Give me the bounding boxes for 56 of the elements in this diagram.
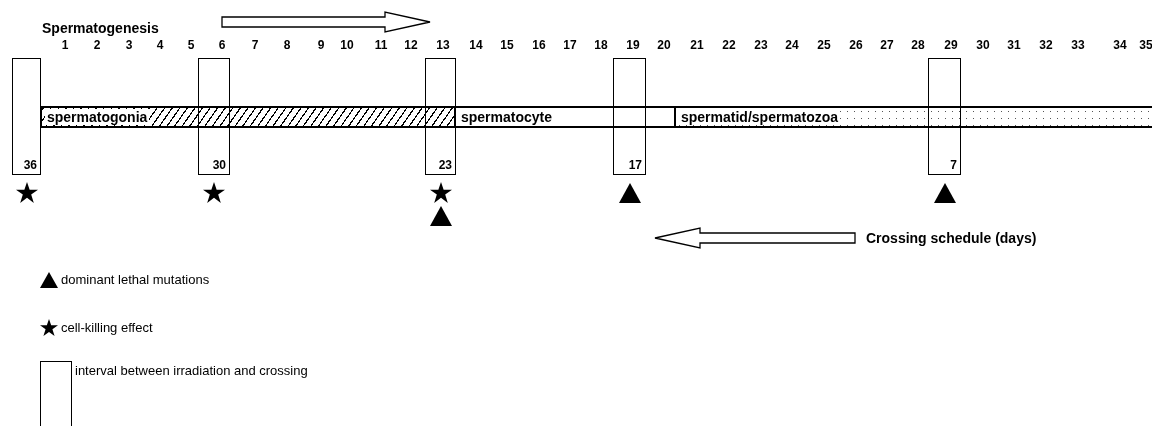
day-number: 32 — [1039, 38, 1053, 52]
interval-box — [12, 58, 41, 175]
interval-days: 17 — [628, 158, 642, 172]
day-number: 8 — [283, 38, 291, 52]
day-number: 16 — [532, 38, 546, 52]
day-number: 33 — [1071, 38, 1085, 52]
interval-box — [928, 58, 961, 175]
day-number: 25 — [817, 38, 831, 52]
stage-name: spermatocyte — [459, 109, 555, 125]
day-number: 3 — [125, 38, 133, 52]
day-number: 27 — [880, 38, 894, 52]
legend-text: interval between irradiation and crossing — [75, 363, 308, 378]
day-number: 26 — [849, 38, 863, 52]
day-number: 6 — [218, 38, 226, 52]
stage-band — [454, 106, 676, 128]
day-number: 7 — [251, 38, 259, 52]
interval-days: 7 — [950, 158, 957, 172]
legend-text: dominant lethal mutations — [61, 272, 210, 287]
stage-name: spermatogonia — [45, 109, 150, 125]
day-number: 31 — [1007, 38, 1021, 52]
day-number: 28 — [911, 38, 925, 52]
interval-box — [613, 58, 646, 175]
stage-band — [40, 106, 456, 128]
day-number: 1 — [61, 38, 69, 52]
day-number: 24 — [785, 38, 799, 52]
day-number: 5 — [187, 38, 195, 52]
day-number: 13 — [436, 38, 450, 52]
day-number: 14 — [469, 38, 483, 52]
interval-days: 23 — [438, 158, 452, 172]
day-number: 23 — [754, 38, 768, 52]
day-number: 34 — [1113, 38, 1127, 52]
interval-box — [425, 58, 456, 175]
day-number: 11 — [374, 38, 388, 52]
day-number: 30 — [976, 38, 990, 52]
day-number: 17 — [563, 38, 577, 52]
day-number: 10 — [340, 38, 354, 52]
day-number: 4 — [156, 38, 164, 52]
day-number: 20 — [657, 38, 671, 52]
day-number: 35 — [1139, 38, 1152, 52]
process-title: Spermatogenesis — [42, 20, 159, 36]
day-number: 2 — [93, 38, 101, 52]
day-number: 19 — [626, 38, 640, 52]
stage-band — [674, 106, 1152, 128]
day-number: 18 — [594, 38, 608, 52]
interval-days: 30 — [212, 158, 226, 172]
schedule-title: Crossing schedule (days) — [866, 230, 1037, 246]
day-number: 12 — [404, 38, 418, 52]
day-number: 9 — [317, 38, 325, 52]
day-number: 15 — [500, 38, 514, 52]
day-number: 29 — [944, 38, 958, 52]
interval-days: 36 — [23, 158, 37, 172]
day-number: 22 — [722, 38, 736, 52]
stage-name: spermatid/spermatozoa — [679, 109, 841, 125]
interval-box — [198, 58, 230, 175]
legend-text: cell-killing effect — [61, 320, 153, 335]
day-number: 21 — [690, 38, 704, 52]
